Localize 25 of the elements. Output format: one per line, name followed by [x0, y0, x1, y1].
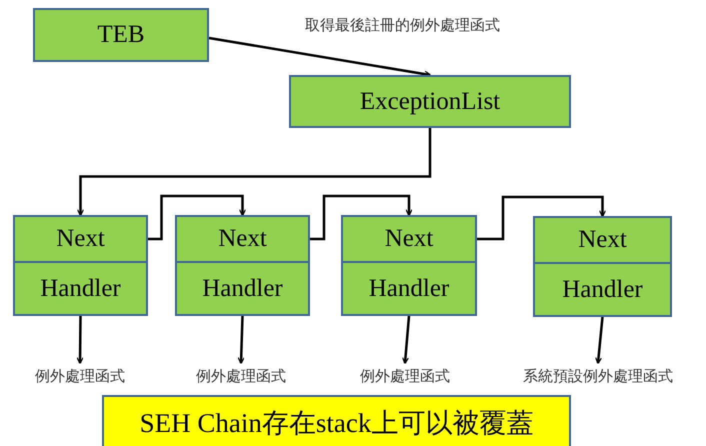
- arrow: [76, 316, 84, 364]
- arrow: [402, 316, 410, 364]
- arrow: [310, 194, 413, 240]
- handler-label: 例外處理函式: [171, 363, 311, 389]
- field-box: Handler: [13, 261, 148, 316]
- arrow: [76, 128, 432, 216]
- handler-label: 例外處理函式: [10, 363, 150, 389]
- field-box: Handler: [175, 261, 310, 316]
- arrow: [477, 196, 606, 240]
- arrow: [238, 316, 245, 364]
- arrow: [594, 316, 604, 364]
- field-box: Next: [533, 216, 672, 264]
- name-box: ExceptionList: [289, 75, 571, 128]
- note-box: SEH Chain存在stack上可以被覆蓋: [102, 395, 571, 446]
- handler-label: 例外處理函式: [335, 363, 475, 389]
- arrow: [208, 36, 432, 78]
- field-box: Next: [175, 215, 310, 263]
- field-box: Next: [341, 215, 477, 263]
- arrow: [148, 194, 246, 240]
- handler-label: 系統預設例外處理函式: [492, 363, 704, 389]
- note-text: 取得最後註冊的例外處理函式: [305, 16, 500, 35]
- field-box: Handler: [533, 262, 672, 317]
- name-box: TEB: [33, 8, 209, 62]
- field-box: Handler: [341, 261, 477, 316]
- field-box: Next: [13, 215, 148, 263]
